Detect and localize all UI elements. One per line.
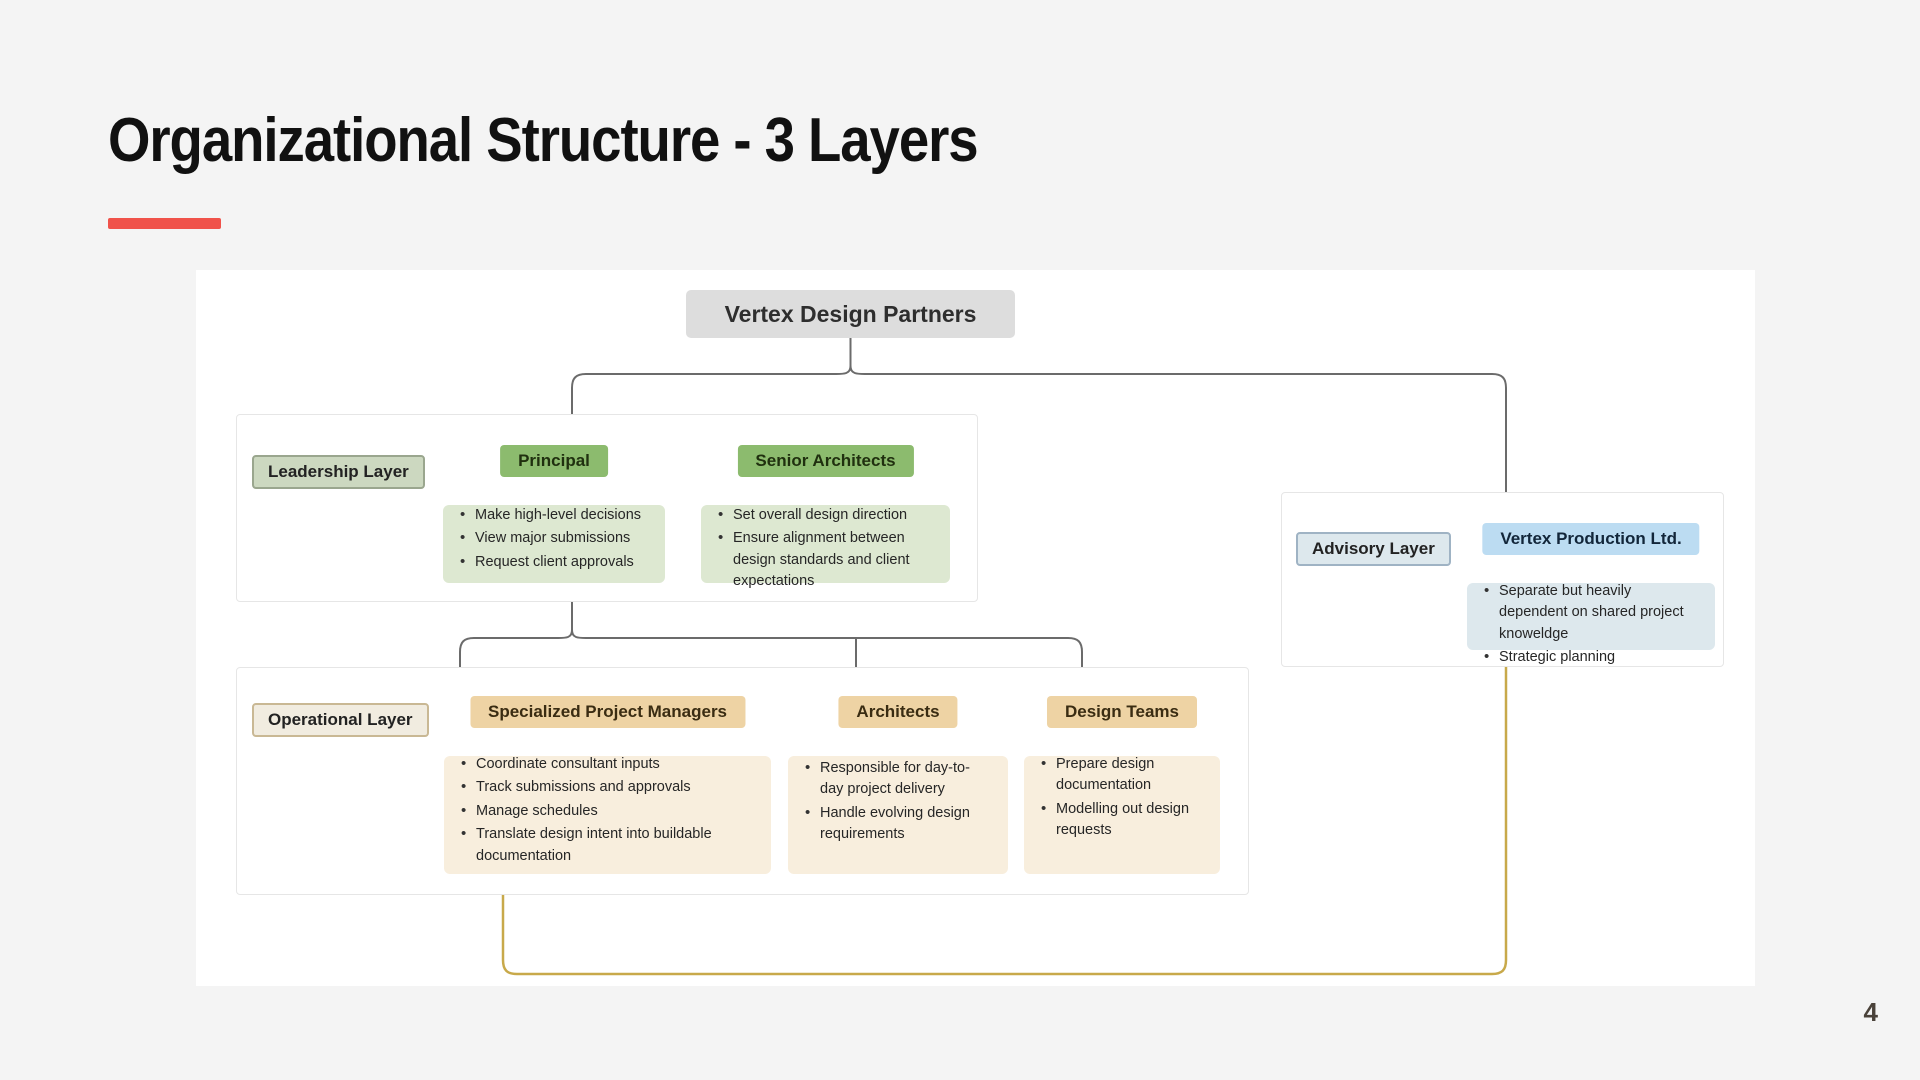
- list-item: Set overall design direction: [717, 504, 934, 527]
- role-duty-list: Separate but heavily dependent on shared…: [1467, 580, 1715, 687]
- list-item: Prepare design documentation: [1040, 753, 1204, 797]
- list-item: Manage schedules: [460, 800, 755, 823]
- role-duty-list: Make high-level decisions View major sub…: [443, 504, 665, 591]
- list-item: Modelling out design requests: [1040, 798, 1204, 842]
- list-item: Handle evolving design requirements: [804, 802, 992, 846]
- list-item: Responsible for day-to-day project deliv…: [804, 757, 992, 801]
- role-card-title: Specialized Project Managers: [469, 696, 746, 728]
- list-item: Track submissions and approvals: [460, 776, 755, 799]
- layer-panel-advisory: Advisory Layer Vertex Production Ltd. Se…: [1281, 492, 1724, 669]
- page-title: Organizational Structure - 3 Layers: [108, 106, 979, 175]
- layer-badge-advisory[interactable]: Advisory Layer: [1296, 532, 1451, 566]
- role-card-title: Vertex Production Ltd.: [1482, 523, 1700, 555]
- role-card-vertex-production[interactable]: Vertex Production Ltd. Separate but heav…: [1467, 523, 1715, 669]
- root-node[interactable]: Vertex Design Partners: [686, 290, 1015, 338]
- role-card-design-teams[interactable]: Design Teams Prepare design documentatio…: [1024, 696, 1220, 874]
- list-item: Translate design intent into buildable d…: [460, 823, 755, 867]
- list-item: Ensure alignment between design standard…: [717, 527, 934, 592]
- list-item: Request client approvals: [459, 551, 649, 574]
- role-card-title: Principal: [500, 445, 608, 477]
- list-item: Strategic planning: [1483, 646, 1699, 669]
- layer-badge-operational[interactable]: Operational Layer: [252, 703, 429, 737]
- role-card-title: Design Teams: [1046, 696, 1198, 728]
- list-item: Separate but heavily dependent on shared…: [1483, 580, 1699, 645]
- list-item: Make high-level decisions: [459, 504, 649, 527]
- layer-badge-leadership[interactable]: Leadership Layer: [252, 455, 425, 489]
- title-accent-rule: [108, 218, 221, 229]
- role-card-title: Architects: [838, 696, 958, 728]
- list-item: Coordinate consultant inputs: [460, 753, 755, 776]
- role-duty-list: Prepare design documentation Modelling o…: [1024, 753, 1220, 860]
- role-card-principal[interactable]: Principal Make high-level decisions View…: [443, 445, 665, 583]
- role-duty-list: Set overall design direction Ensure alig…: [701, 504, 950, 611]
- layer-panel-operational: Operational Layer Specialized Project Ma…: [236, 667, 1249, 895]
- list-item: View major submissions: [459, 527, 649, 550]
- role-duty-list: Coordinate consultant inputs Track submi…: [444, 753, 771, 885]
- role-card-title: Senior Architects: [737, 445, 914, 477]
- org-chart-canvas: Vertex Design Partners Leadership Layer …: [196, 270, 1755, 986]
- role-card-specialized-project-managers[interactable]: Specialized Project Managers Coordinate …: [444, 696, 771, 874]
- role-card-senior-architects[interactable]: Senior Architects Set overall design dir…: [701, 445, 950, 589]
- role-card-architects[interactable]: Architects Responsible for day-to-day pr…: [788, 696, 1008, 874]
- page-number: 4: [1863, 997, 1878, 1027]
- layer-panel-leadership: Leadership Layer Principal Make high-lev…: [236, 414, 978, 602]
- role-duty-list: Responsible for day-to-day project deliv…: [788, 757, 1008, 864]
